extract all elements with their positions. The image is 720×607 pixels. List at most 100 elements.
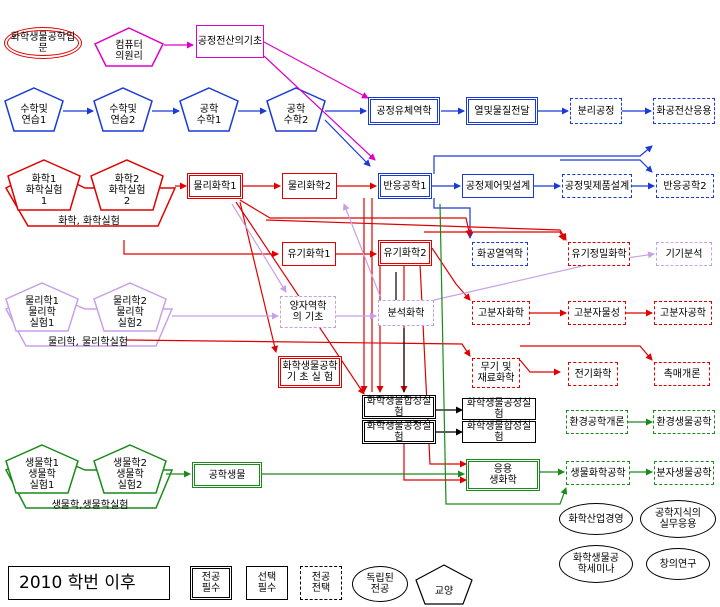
node-knowledge-label: 공학지식의 실무응용 (655, 508, 701, 530)
node-eng-math2: 공학 수학2 (270, 100, 322, 130)
node-design-label: 공정및제품설계 (564, 180, 630, 192)
phys-group-outline (4, 282, 174, 347)
node-quantum: 양자역학 의 기초 (280, 296, 336, 328)
node-analytical: 분석화학 (378, 300, 434, 326)
legend-elective-required: 선택 필수 (246, 566, 288, 600)
node-env-intro-label: 환경공학개론 (569, 416, 625, 428)
legend-liberal: 교양 (424, 582, 464, 600)
node-bio2: 생물학2 생물학 실험2 (102, 456, 158, 492)
node-math2: 수학및 연습2 (97, 100, 149, 130)
node-ochem2: 유기화학2 (378, 240, 432, 266)
node-catalysis-label: 촉매개론 (663, 368, 701, 380)
node-instrument: 유기정밀화학 (568, 242, 630, 266)
node-pchem1: 물리화학1 (187, 173, 243, 199)
node-heat: 열및물질전달 (466, 97, 538, 125)
node-lab-basic: 화학생물공학 기 초 실 험 (278, 356, 342, 388)
node-instrument-label: 유기정밀화학 (571, 248, 627, 260)
node-process-info-label: 공정전산의기초 (197, 36, 263, 47)
node-pchem1-label: 물리화학1 (193, 180, 237, 192)
node-bio1: 생물학1 생물학 실험1 (14, 456, 70, 492)
node-lab-proc2-label: 화학생물공정실험 (466, 398, 532, 420)
node-heat-label: 열및물질전달 (474, 105, 530, 117)
node-bio-chem-eng-label: 생물화학공학 (570, 467, 626, 479)
node-phys1-label: 물리학1 물리학 실험1 (25, 295, 59, 329)
node-electro-label: 전기화학 (574, 368, 612, 380)
node-math1-label: 수학및 연습1 (20, 104, 48, 126)
legend-major-elective-label: 전공 전택 (311, 572, 331, 594)
node-chem-comp-label: 화공전산응용 (656, 105, 712, 117)
node-ochem1-label: 유기화학1 (287, 248, 331, 260)
node-polymer-prop: 고분자물성 (568, 301, 626, 325)
node-seminar-label: 화학생물공 학세미나 (573, 553, 619, 575)
node-ochem1: 유기화학1 (282, 242, 336, 266)
legend-major-elective: 전공 전택 (300, 566, 342, 600)
node-chem-intro-label: 화학생물공학입문 (10, 32, 76, 54)
node-computer: 컴퓨터 의원리 (100, 36, 158, 66)
node-process-info: 공정전산의기초 (196, 25, 264, 58)
node-industry: 화학산업경영 (559, 503, 633, 535)
node-mol-bio: 분자생물공학 (654, 461, 714, 485)
legend-elective-required-label: 선택 필수 (257, 572, 277, 594)
node-electro: 전기화학 (568, 362, 618, 386)
node-organic-analysis: 기기분석 (656, 242, 712, 266)
bio-group-label: 생물학,생물학실험 (51, 500, 129, 511)
node-chem2-label: 화학2 화학실험 2 (108, 173, 146, 207)
node-math2-label: 수학및 연습2 (109, 104, 137, 126)
pentagon-computer (93, 27, 165, 67)
node-chem-intro: 화학생물공학입문 (4, 27, 82, 59)
phys-group-label: 물리학, 물리학실험 (48, 337, 128, 348)
node-lab-proc1: 화학생물공정실험 (362, 420, 436, 444)
node-lab-proc2: 화학생물공정실험 (462, 398, 536, 420)
node-ochem2-label: 유기화학2 (383, 247, 427, 259)
node-creative-label: 창의연구 (659, 558, 697, 570)
node-polymer-eng: 고분자공학 (654, 301, 712, 325)
node-reaction1-label: 반응공학1 (383, 180, 427, 192)
legend-major-required: 전공 필수 (190, 566, 232, 600)
legend-liberal-label: 교양 (434, 585, 454, 597)
node-quantum-label: 양자역학 의 기초 (289, 301, 327, 323)
pentagon-math2 (93, 87, 153, 132)
node-eng-bio-label: 공학생물 (208, 469, 246, 481)
node-separation: 분리공정 (570, 98, 622, 124)
node-polymer-prop-label: 고분자물성 (574, 307, 620, 319)
node-inorganic-label: 무기 및 재료화학 (477, 362, 515, 384)
node-applied: 응용 생화학 (466, 459, 540, 491)
node-organic-analysis-label: 기기분석 (665, 248, 703, 260)
node-fluid-label: 공정유체역학 (376, 105, 432, 117)
node-lab-synth2: 화학생물합성실험 (462, 421, 536, 443)
node-phys2: 물리학2 물리학 실험2 (102, 294, 158, 330)
node-chem2: 화학2 화학실험 2 (99, 172, 155, 208)
node-chem-comp: 화공전산응용 (653, 98, 715, 124)
node-eng-math2-label: 공학 수학2 (283, 104, 309, 126)
node-analytical-label: 분석화학 (387, 307, 425, 319)
node-polymer-chem-label: 고분자화학 (478, 307, 524, 319)
legend-liberal-shape (415, 564, 473, 605)
node-separation-label: 분리공정 (577, 105, 615, 117)
node-bio-chem-eng: 생물화학공학 (566, 461, 630, 485)
node-design: 공정및제품설계 (562, 174, 632, 198)
node-phys1: 물리학1 물리학 실험1 (14, 294, 70, 330)
node-polymer-eng-label: 고분자공학 (660, 307, 706, 319)
chem-group-label: 화학, 화학실험 (58, 216, 120, 227)
node-lab-proc1-label: 화학생물공정실험 (366, 421, 432, 443)
node-lab-basic-label: 화학생물공학 기 초 실 험 (282, 361, 338, 383)
legend-title: 2010 학번 이후 (8, 566, 170, 600)
node-pchem2: 물리화학2 (282, 173, 337, 199)
node-math1: 수학및 연습1 (8, 100, 60, 130)
node-thermo: 화공열역학 (472, 242, 528, 266)
node-inorganic: 무기 및 재료화학 (472, 358, 520, 388)
legend-independent: 독립된 전공 (352, 566, 408, 602)
node-seminar: 화학생물공 학세미나 (559, 545, 633, 583)
node-computer-label: 컴퓨터 의원리 (115, 40, 143, 62)
node-lab-synth2-label: 화학생물합성실험 (466, 421, 532, 443)
node-pchem2-label: 물리화학2 (287, 180, 332, 192)
node-knowledge: 공학지식의 실무응용 (640, 500, 716, 538)
connector-lines (63, 41, 655, 505)
node-reaction1: 반응공학1 (378, 173, 432, 199)
node-thermo-label: 화공열역학 (477, 248, 523, 260)
node-catalysis: 촉매개론 (654, 362, 710, 386)
node-lab-synth1-label: 화학생물합성실험 (366, 396, 432, 418)
node-bio2-label: 생물학2 생물학 실험2 (113, 457, 147, 491)
legend-title-text: 2010 학번 이후 (19, 573, 136, 593)
